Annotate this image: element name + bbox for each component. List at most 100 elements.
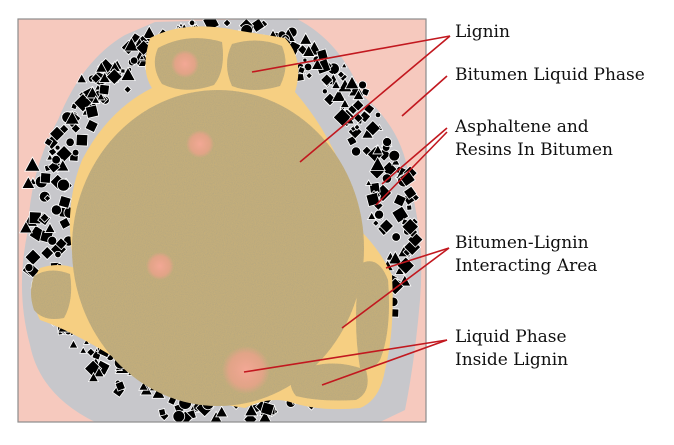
label-liquid-inside-line1: Liquid Phase: [455, 327, 567, 347]
particle: [222, 19, 232, 28]
particle: [75, 133, 89, 147]
particle: [364, 120, 381, 137]
particle: [64, 110, 80, 125]
particle: [259, 401, 276, 417]
particle: [360, 87, 371, 97]
particle: [94, 60, 108, 73]
lignin-right-fragment-texture: [356, 261, 389, 369]
particle: [90, 72, 102, 84]
lignin-regions: [31, 38, 389, 406]
particle: [50, 204, 62, 216]
particle: [365, 191, 381, 207]
leader-line: [341, 247, 450, 329]
particle: [76, 72, 88, 84]
label-interacting-line2: Interacting Area: [455, 256, 598, 276]
particle: [39, 212, 50, 223]
particle: [372, 144, 384, 155]
particle: [44, 222, 56, 233]
particle: [138, 380, 149, 391]
particle: [358, 80, 367, 90]
particle: [243, 412, 258, 422]
liquid-spot: [222, 346, 270, 394]
particle: [24, 156, 41, 172]
leader-line: [385, 247, 450, 269]
particle: [402, 185, 418, 200]
liquid-spot: [146, 252, 174, 280]
label-asphaltene-line2: Resins In Bitumen: [455, 140, 614, 160]
lignin-top-right-texture: [227, 40, 286, 90]
particle: [68, 339, 79, 349]
particle: [47, 146, 58, 157]
particle: [188, 19, 196, 26]
particle: [96, 91, 106, 101]
particle: [258, 409, 272, 422]
particle: [86, 347, 96, 357]
particle: [369, 156, 386, 171]
particle: [392, 193, 407, 208]
particle: [297, 65, 306, 75]
particle: [141, 25, 157, 39]
particle: [303, 62, 313, 72]
leader-line: [375, 131, 448, 206]
label-interacting-area: Bitumen-Lignin Interacting Area: [455, 232, 597, 278]
lignin-left-small-texture: [31, 270, 72, 319]
particle: [387, 250, 403, 265]
particle: [54, 237, 68, 251]
particle: [90, 95, 101, 104]
particle: [351, 98, 365, 112]
particle: [51, 154, 61, 165]
particle: [58, 216, 72, 230]
particle: [79, 346, 88, 354]
particle: [85, 85, 100, 99]
particle: [406, 204, 413, 211]
particle: [321, 88, 328, 95]
liquid-spot: [186, 130, 214, 158]
particle: [123, 85, 132, 94]
particle: [374, 111, 382, 119]
particle: [129, 56, 139, 65]
particle: [305, 71, 313, 80]
particle: [84, 104, 100, 119]
particle: [382, 137, 393, 147]
particle: [138, 53, 146, 60]
particle: [352, 88, 365, 100]
particle: [172, 410, 186, 422]
particle: [330, 79, 342, 89]
particle: [388, 149, 401, 162]
particle: [54, 144, 61, 151]
particle: [73, 93, 93, 113]
particle: [71, 148, 80, 157]
particle: [57, 195, 72, 209]
liquid-phase-spots: [146, 50, 270, 394]
particle: [56, 178, 70, 192]
particle: [45, 153, 54, 161]
leader-line: [401, 75, 448, 117]
particle: [18, 220, 34, 234]
particle: [114, 380, 126, 392]
leader-lines: [243, 35, 451, 386]
leader-line: [381, 127, 448, 185]
particle: [215, 405, 229, 418]
label-lignin: Lignin: [455, 22, 510, 42]
particle: [320, 73, 334, 87]
diagram-frame: [17, 18, 427, 423]
label-interacting-line1: Bitumen-Lignin: [455, 233, 589, 253]
particle: [339, 98, 351, 108]
particle: [391, 232, 401, 242]
leader-line: [299, 35, 451, 163]
leader-line: [243, 339, 448, 373]
particle: [43, 137, 54, 147]
leader-line: [251, 35, 451, 73]
particle: [310, 57, 324, 70]
label-liquid-inside-line2: Inside Lignin: [455, 350, 569, 370]
particle: [298, 32, 313, 45]
particle: [65, 137, 75, 147]
particle: [48, 125, 66, 142]
particle: [374, 209, 385, 220]
particle: [54, 250, 62, 259]
particle: [344, 75, 360, 90]
particle: [93, 366, 105, 378]
particle: [105, 68, 123, 86]
